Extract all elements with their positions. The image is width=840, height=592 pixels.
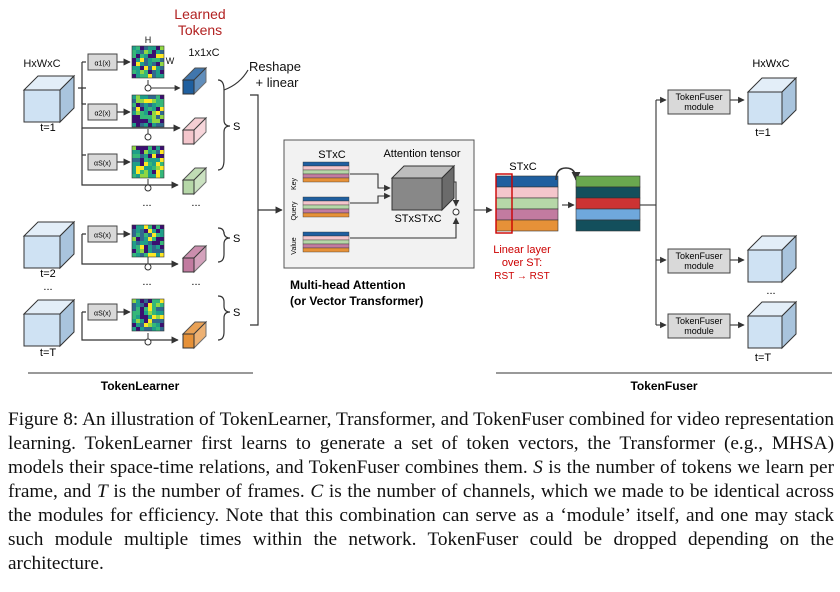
output-frame-label-t1: t=1 xyxy=(755,127,771,139)
stxstxc-label: STxSTxC xyxy=(394,213,441,225)
output-cube-tT xyxy=(746,300,798,350)
highlight-box xyxy=(495,173,513,234)
fuser-module-1-sub: module xyxy=(684,102,714,112)
attention-map-3 xyxy=(131,145,165,179)
attention-map-2 xyxy=(131,94,165,128)
alpha-box-1: α1(x) xyxy=(94,61,110,68)
fuser-module-3-title: TokenFuser xyxy=(675,316,722,326)
attention-tensor-label: Attention tensor xyxy=(383,148,460,160)
brace-s-2: S xyxy=(233,233,240,245)
key-stack xyxy=(302,161,350,183)
linear-layer-label: Linear layer xyxy=(493,244,551,256)
dots-mid-2: ... xyxy=(142,276,151,288)
figure-caption: Figure 8: An illustration of TokenLearne… xyxy=(8,408,834,576)
fuser-module-2-title: TokenFuser xyxy=(675,251,722,261)
key-label: Key xyxy=(291,177,298,190)
dots-tokens-2: ... xyxy=(191,276,200,288)
output-shape-label: HxWxC xyxy=(752,58,789,70)
caption-var-t: T xyxy=(96,481,108,502)
fuser-output-stack xyxy=(575,175,641,232)
mha-sub-label: (or Vector Transformer) xyxy=(290,294,423,308)
value-stack xyxy=(302,231,350,253)
fuser-module-2-sub: module xyxy=(684,261,714,271)
attention-tensor-cube xyxy=(390,164,456,212)
h-label: H xyxy=(145,35,152,45)
fuser-stxc-label: STxC xyxy=(509,161,537,173)
caption-part-3: is the number of frames. xyxy=(107,481,311,502)
token-prism-s xyxy=(181,166,208,196)
token-prism-t2 xyxy=(181,244,208,274)
frame-label-tT: t=T xyxy=(40,347,56,359)
alpha-box-tT: αS(x) xyxy=(94,311,111,318)
frame-label-t2: t=2 xyxy=(40,268,56,280)
mha-label: Multi-head Attention xyxy=(290,278,406,292)
fuser-module-1-title: TokenFuser xyxy=(675,92,722,102)
token-prism-1 xyxy=(181,66,208,96)
reshape-label: Reshape xyxy=(249,59,301,74)
caption-var-s: S xyxy=(533,457,543,478)
caption-part-4: is the number of channels, which we made… xyxy=(8,481,834,574)
transformer-stxc-label: STxC xyxy=(318,149,346,161)
output-cube-t1 xyxy=(746,76,798,126)
dots-mid-1: ... xyxy=(142,197,151,209)
frame-cube-tT xyxy=(22,298,76,348)
query-label: Query xyxy=(291,201,298,221)
frame-cube-t2 xyxy=(22,220,76,270)
brace-s-3: S xyxy=(233,307,240,319)
token-shape-label: 1x1xC xyxy=(188,47,219,59)
token-prism-2 xyxy=(181,116,208,146)
learned-tokens-label-2: Tokens xyxy=(178,22,222,38)
reshape-linear-label: + linear xyxy=(256,75,300,90)
w-label: W xyxy=(166,56,175,66)
brace-s-1: S xyxy=(233,121,240,133)
input-shape-label: HxWxC xyxy=(23,58,60,70)
alpha-box-t2: αS(x) xyxy=(94,233,111,240)
caption-var-c: C xyxy=(310,481,324,502)
caption-part-2: is the number of tokens we learn per fra… xyxy=(8,457,834,502)
frame-dots-left: ... xyxy=(43,281,52,293)
output-cube-2 xyxy=(746,234,798,284)
diagram: Learned Tokens HxWxC H W 1x1xC Reshape +… xyxy=(22,6,832,393)
alpha-box-s: αS(x) xyxy=(94,161,111,168)
token-prism-tT xyxy=(181,320,208,350)
query-stack xyxy=(302,196,350,218)
linear-over-label: over ST: xyxy=(502,257,542,269)
linear-dim-label: RST → RST xyxy=(494,271,549,282)
dots-tokens-1: ... xyxy=(191,197,200,209)
fuser-input-stack xyxy=(495,175,559,232)
frame-label-t1: t=1 xyxy=(40,122,56,134)
fuser-module-3-sub: module xyxy=(684,326,714,336)
learned-tokens-label: Learned xyxy=(174,6,225,22)
output-frame-label-tT: t=T xyxy=(755,352,771,364)
output-dots: ... xyxy=(766,285,775,297)
alpha-box-2: α2(x) xyxy=(94,111,110,118)
token-fuser-title: TokenFuser xyxy=(630,379,697,393)
attention-map-4 xyxy=(131,224,165,258)
caption-part-1: Figure 8: An illustration of TokenLearne… xyxy=(8,409,834,478)
attention-map-1 xyxy=(131,45,165,79)
frame-cube-t1 xyxy=(22,74,76,124)
value-label: Value xyxy=(291,237,298,254)
token-learner-title: TokenLearner xyxy=(101,379,180,393)
attention-map-5 xyxy=(131,298,165,332)
